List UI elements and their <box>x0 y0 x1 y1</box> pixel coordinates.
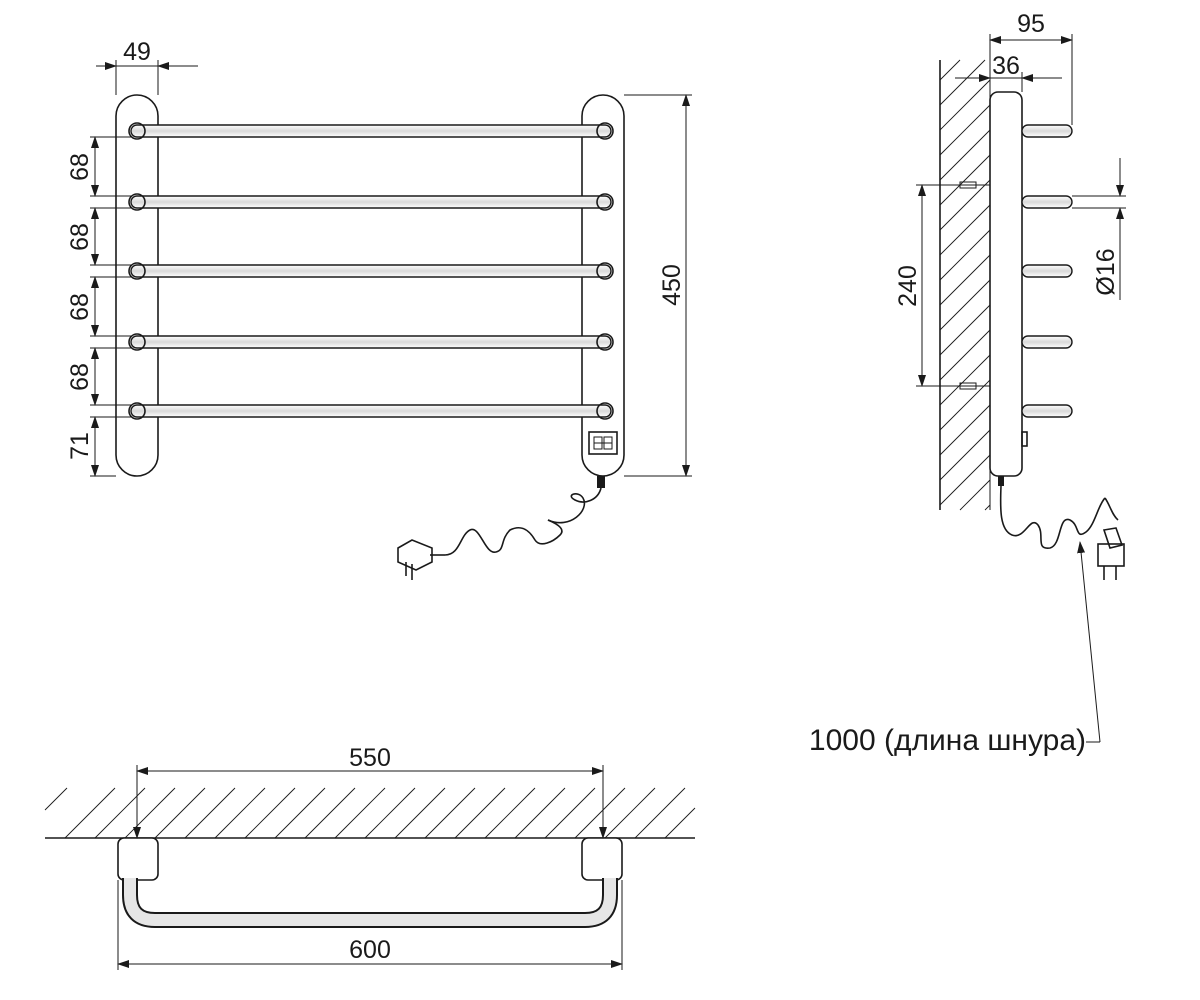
dim-mount-height-label: 240 <box>894 265 922 307</box>
top-right-post <box>581 837 623 881</box>
bar-3 <box>130 264 612 278</box>
dim-spacing-3-label: 68 <box>66 293 94 321</box>
dim-height: 450 <box>624 94 692 477</box>
top-view: 550 600 <box>44 744 696 970</box>
dim-depth-post: 36 <box>955 52 1062 92</box>
side-post <box>989 91 1023 477</box>
front-view: 49 68 68 68 68 71 <box>66 38 692 580</box>
side-power-cord <box>998 476 1125 580</box>
side-plug-icon <box>1097 527 1125 580</box>
side-view: 95 36 240 Ø16 <box>809 10 1126 757</box>
dim-overall-width: 600 <box>117 880 623 970</box>
top-wall-hatch <box>44 787 696 839</box>
control-switch-icon <box>588 431 618 455</box>
left-post <box>115 94 159 477</box>
cord-length-note: 1000 (длина шнура) <box>809 724 1086 757</box>
bar-4 <box>130 335 612 349</box>
bar-end-caps <box>128 122 614 420</box>
dim-post-width-label: 49 <box>123 38 151 66</box>
front-bars <box>130 124 612 418</box>
bar-1 <box>130 124 612 138</box>
dim-depth-total: 95 <box>989 10 1073 125</box>
dim-height-label: 450 <box>658 264 686 306</box>
dim-bar-diameter-label: Ø16 <box>1092 248 1120 295</box>
front-power-cord <box>397 476 605 580</box>
cord-length-leader: 1000 (длина шнура) <box>809 541 1101 757</box>
side-switch <box>1021 431 1028 447</box>
bar-5 <box>130 404 612 418</box>
bar-2 <box>130 195 612 209</box>
dim-mount-height: 240 <box>894 181 990 390</box>
dim-overall-width-label: 600 <box>349 936 391 964</box>
top-bar-loop <box>122 878 618 928</box>
side-wall-hatch <box>939 59 991 511</box>
dim-spacing-2-label: 68 <box>66 223 94 251</box>
dim-bar-diameter: Ø16 <box>1072 158 1126 300</box>
dim-mount-width-label: 550 <box>349 744 391 772</box>
top-left-post <box>117 837 159 881</box>
dim-depth-total-label: 95 <box>1017 10 1045 38</box>
dim-post-width: 49 <box>96 38 198 95</box>
dim-mount-width: 550 <box>133 744 607 839</box>
dim-spacing-1-label: 68 <box>66 153 94 181</box>
dim-depth-post-label: 36 <box>992 52 1020 80</box>
dim-bottom-offset-label: 71 <box>66 432 94 460</box>
side-bars <box>1021 124 1073 418</box>
plug-icon <box>397 539 433 580</box>
dim-spacing-4-label: 68 <box>66 363 94 391</box>
dim-bar-spacing: 68 68 68 68 71 <box>66 136 131 477</box>
